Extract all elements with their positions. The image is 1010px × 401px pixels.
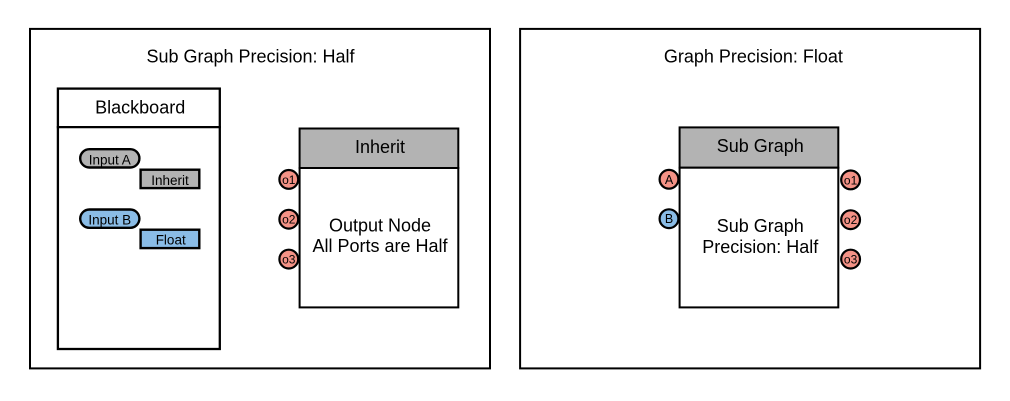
svg-text:Input A: Input A [89,153,131,168]
svg-text:All Ports are Half: All Ports are Half [312,236,448,256]
svg-text:Input B: Input B [88,212,131,227]
svg-text:Output Node: Output Node [329,216,431,236]
svg-text:Sub Graph: Sub Graph [717,136,804,156]
svg-text:o2: o2 [282,213,296,227]
svg-text:Inherit: Inherit [355,137,405,157]
svg-text:Sub Graph: Sub Graph [717,216,804,236]
svg-text:B: B [665,212,673,226]
svg-text:o1: o1 [282,173,296,187]
svg-text:Graph Precision: Float: Graph Precision: Float [664,46,843,66]
svg-text:Inherit: Inherit [151,173,189,188]
svg-text:Sub Graph Precision: Half: Sub Graph Precision: Half [146,46,355,66]
svg-text:o3: o3 [282,253,296,267]
svg-text:o1: o1 [844,173,858,187]
svg-text:Float: Float [156,233,186,248]
svg-text:Blackboard: Blackboard [95,98,185,118]
svg-text:A: A [665,173,674,187]
svg-text:o3: o3 [844,253,858,267]
svg-text:o2: o2 [844,213,858,227]
svg-text:Precision: Half: Precision: Half [702,237,819,257]
